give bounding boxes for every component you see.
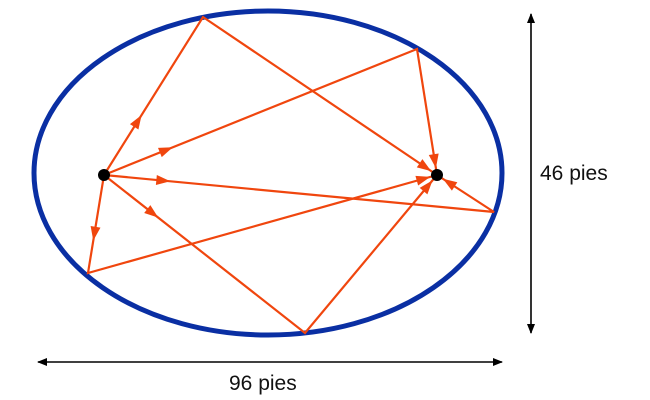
ray-top	[103, 15, 438, 176]
ray-arrowhead	[158, 147, 173, 158]
ray-left	[86, 173, 438, 275]
height-label: 46 pies	[540, 162, 608, 185]
ray-arrowhead	[144, 205, 159, 218]
ray-arrowhead	[416, 159, 432, 172]
ray-right	[103, 173, 495, 214]
reflection-rays	[86, 15, 495, 335]
ray-arrowhead	[155, 174, 171, 185]
ray-arrowhead	[90, 226, 101, 241]
ray-arrowheads	[90, 114, 458, 241]
ray-arrowhead	[129, 114, 142, 130]
ray-arrowhead	[428, 153, 439, 169]
ray-bottom	[103, 174, 438, 335]
left-focus-dot	[98, 169, 110, 181]
right-focus-dot	[431, 169, 443, 181]
ray-arrowhead	[419, 180, 433, 195]
width-label: 96 pies	[229, 372, 297, 395]
ellipse-outline	[31, 8, 505, 338]
ray-arrowhead	[415, 175, 431, 186]
ray-upper-right	[103, 47, 439, 177]
ray-arrowhead	[442, 178, 458, 191]
